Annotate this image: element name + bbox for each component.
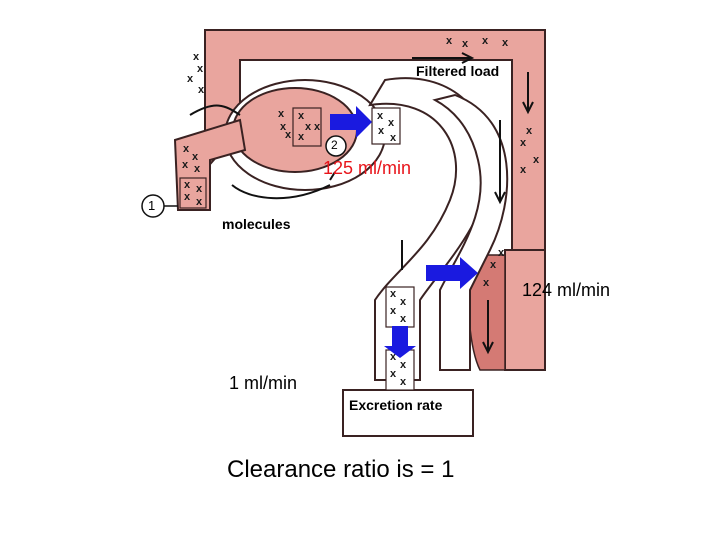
svg-text:x: x [378,125,385,137]
tubule-molecules: xx xx [385,286,415,328]
svg-text:x: x [278,108,285,120]
svg-text:x: x [526,125,533,137]
marker-2-label: 2 [331,138,338,152]
svg-text:x: x [194,163,201,175]
excretion-flow-label: 1 ml/min [229,373,298,393]
afferent-arteriole [173,118,247,211]
svg-text:x: x [377,110,384,122]
svg-text:x: x [187,73,194,85]
reabsorption-rate-label: 124 ml/min [522,280,611,300]
svg-text:x: x [388,117,395,129]
svg-text:x: x [490,259,497,271]
svg-text:x: x [400,296,407,308]
svg-text:x: x [314,121,321,133]
svg-text:x: x [280,121,287,133]
svg-text:x: x [390,288,397,300]
svg-text:x: x [462,38,469,50]
svg-text:x: x [285,129,292,141]
svg-text:x: x [446,35,453,47]
excretion-rate-label: Excretion rate [349,397,443,413]
svg-text:x: x [520,164,527,176]
svg-text:x: x [196,196,203,208]
filtration-arrow [330,106,372,138]
filtered-molecules: xx xx [371,107,401,145]
svg-text:x: x [400,376,407,388]
svg-text:x: x [502,37,509,49]
svg-text:x: x [196,183,203,195]
clearance-ratio-caption: Clearance ratio is = 1 [227,456,455,483]
flow-arrows [189,52,534,355]
reabsorption-arrow [426,257,478,289]
marker-1-label: 1 [148,198,156,213]
svg-text:x: x [498,247,505,259]
svg-text:x: x [182,159,189,171]
svg-text:x: x [183,143,190,155]
svg-text:x: x [298,131,305,143]
capillary-descending-vessel [504,249,546,371]
svg-text:x: x [192,151,199,163]
svg-text:x: x [390,368,397,380]
svg-text:x: x [198,84,205,96]
svg-text:x: x [390,132,397,144]
svg-text:x: x [533,154,540,166]
svg-text:x: x [197,63,204,75]
svg-text:x: x [390,305,397,317]
marker-2-circle [325,135,347,157]
molecules-label: molecules [222,216,291,232]
svg-text:x: x [400,313,407,325]
filtration-rate-label: 125 ml/min [323,158,412,178]
excretion-arrow [384,326,416,358]
svg-text:x: x [390,351,397,363]
svg-text:x: x [520,137,527,149]
filtered-load-label: Filtered load [416,63,500,79]
svg-text:x: x [400,359,407,371]
svg-text:x: x [483,277,490,289]
svg-text:x: x [482,35,489,47]
svg-text:x: x [193,51,200,63]
svg-text:x: x [184,191,191,203]
svg-text:x: x [305,121,312,133]
svg-text:x: x [298,110,305,122]
svg-text:x: x [184,179,191,191]
